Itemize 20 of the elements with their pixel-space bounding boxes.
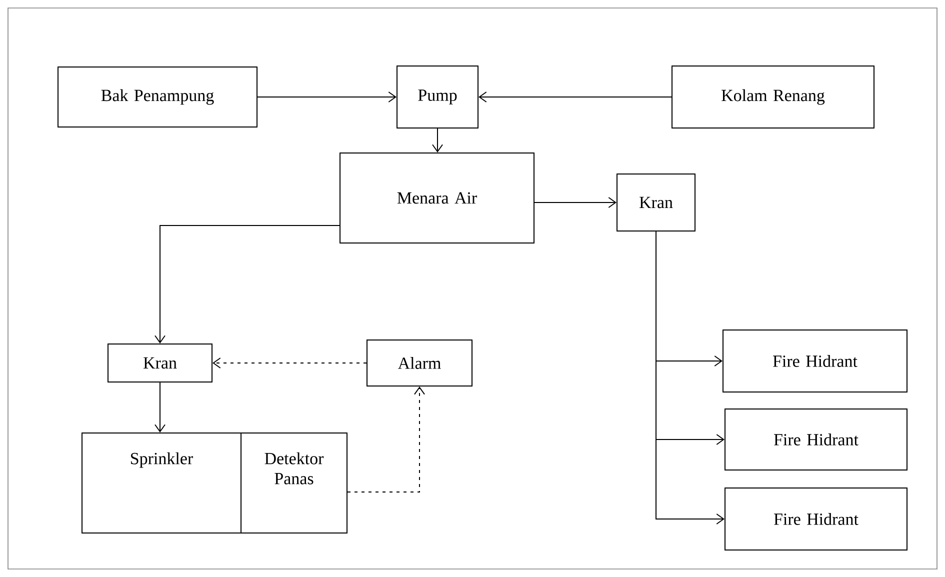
process-box: Detektor Panas	[240, 432, 348, 534]
process-box: Sprinkler	[82, 432, 242, 534]
arrow	[154, 382, 166, 432]
process-box: Kran	[616, 174, 696, 232]
arrow	[534, 197, 616, 208]
arrow	[478, 92, 672, 102]
process-box: Pump	[396, 66, 478, 128]
arrow	[257, 92, 396, 102]
process-box: Fire Hidrant	[722, 330, 908, 392]
process-box: Kolam Renang	[672, 66, 874, 128]
process-box: Fire Hidrant	[724, 408, 908, 470]
arrow	[212, 358, 367, 368]
process-box: Bak Penampung	[58, 66, 258, 128]
arrow	[347, 386, 425, 492]
process-box: Alarm	[366, 340, 472, 386]
process-box: Kran	[108, 344, 212, 382]
arrow	[432, 128, 443, 152]
process-box: Fire Hidrant	[724, 488, 908, 550]
arrow	[154, 225, 340, 344]
process-box: Menara Air	[340, 152, 534, 244]
